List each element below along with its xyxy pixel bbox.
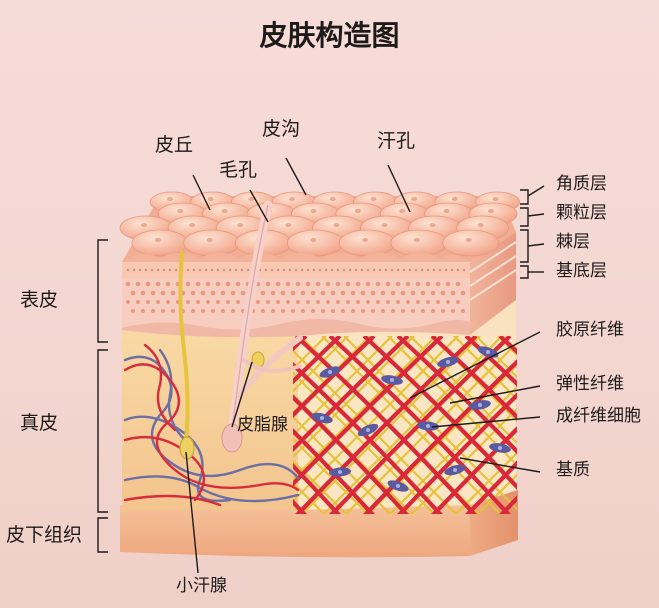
label-sweat-gland: 小汗腺 [176, 576, 227, 596]
label-stratum-spinosum: 棘层 [556, 232, 590, 252]
label-hair-pore: 毛孔 [219, 159, 258, 181]
region-brackets [97, 239, 108, 553]
fibroblast-cells [311, 346, 511, 492]
label-ground-substance: 基质 [556, 460, 590, 480]
epidermis-side [470, 232, 516, 335]
collagen-fiber-mesh [293, 336, 517, 514]
label-stratum-basale: 基底层 [556, 261, 607, 281]
veins [123, 348, 300, 503]
sweat-gland-duct [178, 250, 190, 442]
label-skin-furrow: 皮沟 [262, 118, 301, 140]
diagram-title: 皮肤构造图 [259, 19, 400, 52]
label-elastic-fiber: 弹性纤维 [556, 374, 624, 394]
surface-bump [131, 229, 189, 257]
surface-bump [390, 229, 448, 257]
surface-bump [183, 229, 241, 257]
label-hypodermis: 皮下组织 [6, 524, 83, 546]
label-sweat-pore: 汗孔 [377, 130, 416, 152]
epidermis-cell-dots [125, 268, 466, 313]
label-stratum-corneum: 角质层 [556, 174, 607, 194]
leader-lines [185, 157, 541, 574]
label-pore-hill: 皮丘 [155, 134, 194, 156]
label-stratum-granulosum: 颗粒层 [556, 203, 607, 223]
label-fibroblast: 成纤维细胞 [556, 406, 641, 426]
epidermis-front [122, 262, 470, 338]
surface-bumps [119, 191, 521, 257]
label-epidermis: 表皮 [20, 289, 59, 311]
surface-bump [442, 229, 500, 257]
surface-bump [286, 229, 344, 257]
label-sebaceous-gland: 皮脂腺 [237, 415, 288, 435]
hypodermis-front [120, 505, 470, 558]
label-collagen-fiber: 胶原纤维 [556, 320, 624, 340]
surface-bump [338, 229, 396, 257]
layer-brackets [520, 185, 545, 279]
label-dermis: 真皮 [20, 412, 59, 434]
